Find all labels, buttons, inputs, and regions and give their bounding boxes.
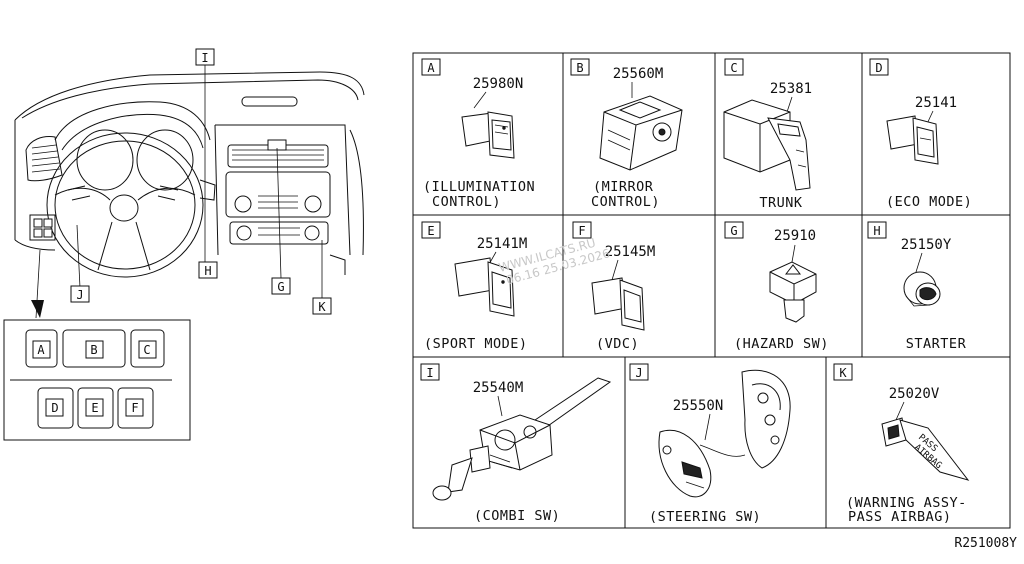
- vdc-switch-icon: [591, 277, 645, 331]
- part-cell-f: F 25145M (VDC): [572, 221, 656, 352]
- part-cell-b: B 25560M (MIRROR CONTROL): [570, 58, 683, 210]
- svg-text:G: G: [277, 280, 284, 294]
- part-cell-h: H 25150Y STARTER: [867, 221, 967, 352]
- top-vent: [241, 96, 298, 107]
- svg-text:25540M: 25540M: [473, 380, 524, 396]
- starter-button-icon: [903, 271, 941, 307]
- svg-text:C: C: [730, 61, 737, 75]
- part-cell-a: A 25980N (ILLUMINATION CONTROL): [421, 58, 535, 210]
- parts-grid: [412, 52, 1011, 529]
- svg-text:(STEERING SW): (STEERING SW): [649, 509, 761, 525]
- svg-text:B: B: [90, 343, 97, 357]
- svg-text:(VDC): (VDC): [596, 336, 639, 352]
- callout-j: J: [70, 285, 90, 303]
- trunk-switch-icon: [723, 99, 811, 191]
- callout-i: I: [195, 48, 215, 66]
- svg-text:I: I: [426, 366, 433, 380]
- svg-text:(HAZARD SW): (HAZARD SW): [734, 336, 829, 352]
- svg-text:25150Y: 25150Y: [901, 237, 952, 253]
- mirror-switch-icon: [599, 95, 683, 171]
- svg-text:(MIRROR: (MIRROR: [593, 179, 654, 195]
- hazard-switch-icon: [769, 261, 817, 323]
- left-air-vent: [25, 136, 63, 182]
- svg-text:F: F: [578, 224, 585, 238]
- svg-text:F: F: [131, 401, 138, 415]
- svg-text:C: C: [143, 343, 150, 357]
- diagram-code: R251008Y: [954, 536, 1017, 551]
- svg-text:K: K: [839, 366, 847, 380]
- airbag-warning-icon: PASS AIRBAG: [881, 417, 970, 481]
- svg-text:25910: 25910: [774, 228, 816, 244]
- steering-switch-icon: [658, 369, 791, 498]
- caption-line: (ILLUMINATION: [423, 179, 535, 195]
- svg-text:(ECO MODE): (ECO MODE): [886, 194, 972, 210]
- callout-k: K: [312, 297, 332, 315]
- svg-text:J: J: [76, 288, 83, 302]
- cell-letter: A: [427, 61, 435, 75]
- part-cell-g: G 25910 (HAZARD SW): [724, 221, 829, 352]
- caption-line: CONTROL): [432, 194, 501, 210]
- svg-text:25145M: 25145M: [605, 244, 656, 260]
- svg-text:D: D: [875, 61, 882, 75]
- svg-text:25560M: 25560M: [613, 66, 664, 82]
- combi-switch-icon: [432, 377, 612, 501]
- svg-text:25141M: 25141M: [477, 236, 528, 252]
- svg-text:PASS AIRBAG): PASS AIRBAG): [848, 509, 952, 525]
- svg-text:A: A: [37, 343, 45, 357]
- svg-text:I: I: [201, 51, 208, 65]
- svg-text:(SPORT MODE): (SPORT MODE): [424, 336, 528, 352]
- switch-panel-inset: A B C D E F: [3, 319, 191, 441]
- svg-text:TRUNK: TRUNK: [759, 195, 803, 211]
- switch-icon: [461, 111, 515, 159]
- svg-text:G: G: [730, 224, 737, 238]
- svg-text:STARTER: STARTER: [906, 336, 967, 352]
- svg-text:25141: 25141: [915, 95, 957, 111]
- svg-text:25381: 25381: [770, 81, 812, 97]
- part-cell-i: I 25540M (COMBI SW): [420, 363, 612, 524]
- svg-text:CONTROL): CONTROL): [591, 194, 660, 210]
- part-cell-c: C 25381 TRUNK: [723, 58, 812, 211]
- part-cell-k: K 25020V PASS AIRBAG (WARNING ASSY- PASS…: [833, 363, 970, 525]
- sport-switch-icon: [454, 257, 515, 317]
- steering-wheel: [46, 132, 204, 278]
- eco-switch-icon: [886, 115, 939, 165]
- svg-text:H: H: [873, 224, 880, 238]
- svg-text:25020V: 25020V: [889, 386, 940, 402]
- svg-text:25550N: 25550N: [673, 398, 724, 414]
- svg-text:E: E: [91, 401, 98, 415]
- part-cell-e: E 25141M (SPORT MODE): [421, 221, 528, 352]
- svg-text:D: D: [51, 401, 58, 415]
- svg-text:J: J: [635, 366, 642, 380]
- part-cell-j: J 25550N (STEERING SW): [629, 363, 791, 525]
- svg-text:H: H: [204, 264, 211, 278]
- callout-h: H: [198, 261, 218, 279]
- svg-text:E: E: [427, 224, 434, 238]
- callout-g: G: [271, 277, 291, 295]
- svg-text:(COMBI SW): (COMBI SW): [474, 508, 560, 524]
- svg-text:B: B: [576, 61, 583, 75]
- svg-text:K: K: [318, 300, 326, 314]
- svg-text:(WARNING ASSY-: (WARNING ASSY-: [846, 495, 967, 511]
- center-console: [214, 124, 351, 256]
- part-number: 25980N: [473, 76, 524, 92]
- dashboard-illustration: I H G K J: [14, 48, 365, 319]
- part-cell-d: D 25141 (ECO MODE): [869, 58, 972, 210]
